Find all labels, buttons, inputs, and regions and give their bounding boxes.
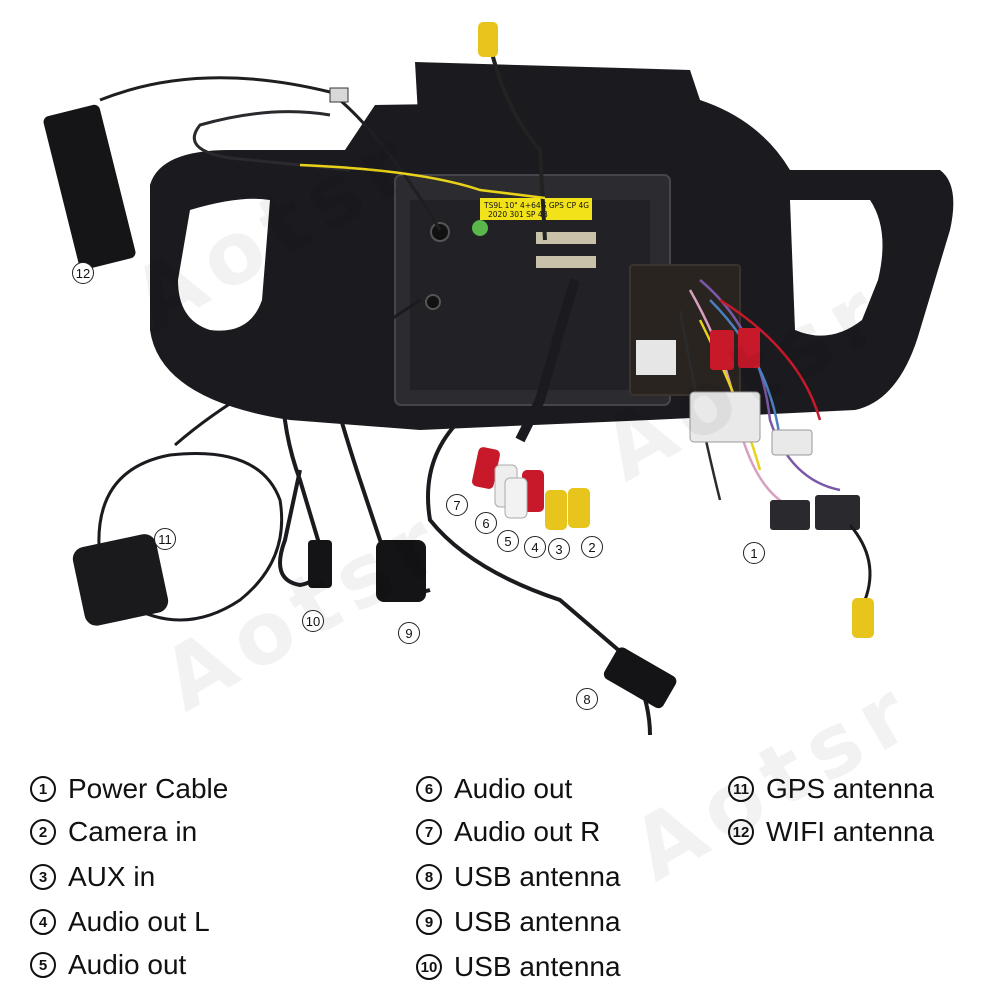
legend-number: 12 <box>728 819 754 845</box>
callout-5: 5 <box>497 530 519 552</box>
rca-yellow-right <box>852 598 874 638</box>
antenna-socket <box>430 222 450 242</box>
legend-label: USB antenna <box>454 906 621 937</box>
yellow-wire <box>299 163 546 200</box>
power-connector-red-2 <box>738 328 760 368</box>
legend-item: 4 Audio out L <box>30 900 210 944</box>
callout-7: 7 <box>446 494 468 516</box>
rca-bundle <box>515 278 580 443</box>
head-unit-illustration: TS9L 10" 4+64G GPS CP 4G 2020 301 SP 4B <box>43 22 954 736</box>
usb-plug-9 <box>376 540 426 602</box>
callout-1: 1 <box>743 542 765 564</box>
canbus-label <box>636 340 676 375</box>
antenna-socket-2 <box>425 294 441 310</box>
power-connector-red-1 <box>710 330 734 370</box>
legend-label: GPS antenna <box>766 773 935 804</box>
legend-label: Audio out <box>68 949 187 980</box>
product-photo: Aotsr Aotsr Aotsr Aotsr TS9L 10" 4+64G G… <box>43 22 954 901</box>
legend-item: 11 GPS antenna <box>728 767 934 811</box>
legend-item: 3 AUX in <box>30 855 155 899</box>
legend-label: USB antenna <box>454 861 621 892</box>
gps-cable <box>97 298 421 622</box>
wifi-cable-loop <box>192 110 351 172</box>
power-connector-black-2 <box>815 495 860 530</box>
callout-2: 2 <box>581 536 603 558</box>
legend-item: 1 Power Cable <box>30 767 228 811</box>
power-connector-black-1 <box>770 500 810 530</box>
rca-red-left <box>472 447 500 489</box>
legend-number: 3 <box>30 864 56 890</box>
legend-item: 5 Audio out <box>30 943 186 987</box>
power-connector-white <box>689 391 761 443</box>
callout-4: 4 <box>524 536 546 558</box>
legend-label: AUX in <box>68 861 156 892</box>
legend-number: 1 <box>30 776 56 802</box>
legend-label: Audio out <box>454 773 573 804</box>
rca-yellow-1 <box>545 490 567 530</box>
gps-antenna-puck <box>72 534 169 626</box>
legend-item: 6 Audio out <box>416 767 572 811</box>
legend-label: Audio out R <box>454 816 601 847</box>
legend-number: 10 <box>416 954 442 980</box>
usb-plug-10 <box>308 540 332 588</box>
chassis-inner <box>410 200 650 390</box>
legend-number: 2 <box>30 819 56 845</box>
legend-label: Camera in <box>68 816 198 847</box>
wifi-plug <box>329 87 349 103</box>
board-connector-b <box>536 256 596 268</box>
sticker-text-2: 2020 301 SP 4B <box>488 210 548 219</box>
legend-label: WIFI antenna <box>766 816 935 847</box>
green-led <box>472 220 488 236</box>
callout-6: 6 <box>475 512 497 534</box>
camera-cable-top <box>488 44 547 241</box>
legend-number: 11 <box>728 776 754 802</box>
callout-12: 12 <box>72 262 94 284</box>
wifi-antenna-body <box>43 104 136 270</box>
legend-item: 7 Audio out R <box>416 810 600 854</box>
callout-8: 8 <box>576 688 598 710</box>
sticker-text-1: TS9L 10" 4+64G GPS CP 4G <box>483 201 589 210</box>
legend-label: USB antenna <box>454 951 621 982</box>
usb-plug-8 <box>603 647 677 709</box>
legend-number: 4 <box>30 909 56 935</box>
legend-number: 7 <box>416 819 442 845</box>
legend-number: 5 <box>30 952 56 978</box>
legend-item: 9 USB antenna <box>416 900 621 944</box>
legend-label: Power Cable <box>68 773 229 804</box>
legend-item: 2 Camera in <box>30 810 197 854</box>
callout-3: 3 <box>548 538 570 560</box>
legend: 1 Power Cable 2 Camera in 3 AUX in 4 Aud… <box>0 765 1000 995</box>
legend-number: 9 <box>416 909 442 935</box>
rca-yellow-top <box>478 22 498 57</box>
rca-white-mid <box>504 477 528 519</box>
rca-yellow-2 <box>568 488 590 528</box>
spec-sticker <box>480 198 592 220</box>
legend-label: Audio out L <box>68 906 210 937</box>
callout-10: 10 <box>302 610 324 632</box>
callout-11: 11 <box>154 528 176 550</box>
legend-number: 8 <box>416 864 442 890</box>
legend-number: 6 <box>416 776 442 802</box>
legend-item: 10 USB antenna <box>416 945 621 989</box>
left-window <box>178 198 270 331</box>
callout-9: 9 <box>398 622 420 644</box>
board-connector-a <box>536 232 596 244</box>
legend-item: 8 USB antenna <box>416 855 621 899</box>
power-connector-white-2 <box>771 429 813 456</box>
camera-cable-right <box>848 524 872 601</box>
right-window <box>790 200 883 336</box>
legend-item: 12 WIFI antenna <box>728 810 934 854</box>
